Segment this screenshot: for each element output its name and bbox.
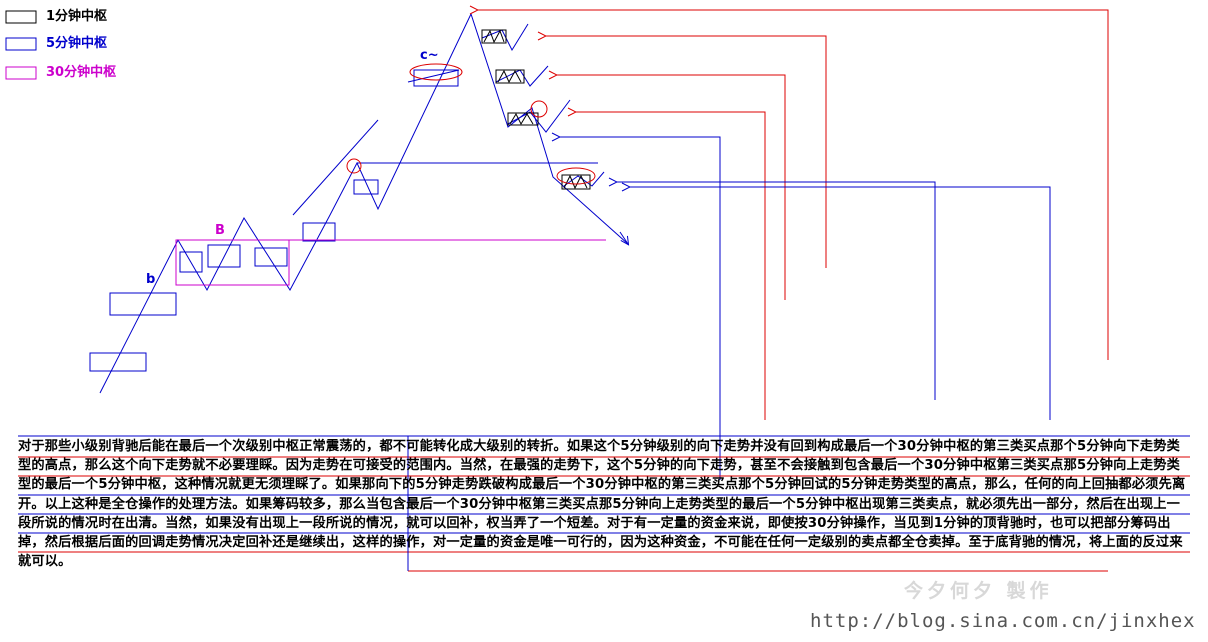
zigzag-4 xyxy=(563,171,605,187)
center-1min-3 xyxy=(507,112,539,126)
legend-box-5min xyxy=(5,37,37,51)
center-5min-7 xyxy=(353,179,379,195)
blue-link-3 xyxy=(630,187,1051,420)
price-path xyxy=(99,12,629,394)
signal-circle-4 xyxy=(556,167,596,185)
legend-box-1min xyxy=(5,10,37,24)
red-link-1 xyxy=(478,10,1109,360)
trend-line-1 xyxy=(292,119,379,216)
center-5min-8 xyxy=(413,69,459,87)
center-5min-2 xyxy=(109,292,177,316)
center-5min-4 xyxy=(207,244,241,268)
signal-circle-2 xyxy=(409,63,463,81)
red-link-3 xyxy=(557,75,786,300)
blue-link-1 xyxy=(560,137,721,480)
legend-label-30min: 30分钟中枢 xyxy=(46,65,117,80)
center-5min-6 xyxy=(302,222,336,242)
zigzag-2 xyxy=(495,65,549,87)
label-B: B xyxy=(215,223,225,238)
center-30min xyxy=(175,239,290,286)
center-5min-1 xyxy=(89,352,147,372)
center-1min-1 xyxy=(481,29,507,44)
blog-url: http://blog.sina.com.cn/jinxhex xyxy=(810,610,1196,632)
legend-box-30min xyxy=(5,66,37,80)
center-5min-3 xyxy=(179,251,203,273)
signal-circle-1 xyxy=(346,158,362,174)
zigzag-1 xyxy=(481,23,529,52)
path-arrow-end xyxy=(619,231,628,244)
watermark: 今夕何夕 製作 xyxy=(904,580,1053,602)
trend-line-2 xyxy=(407,69,460,83)
center-1min-2 xyxy=(495,69,525,84)
blue-link-2 xyxy=(617,182,936,400)
center-5min-5 xyxy=(254,247,288,267)
signal-circle-3 xyxy=(530,100,548,118)
label-b: b xyxy=(146,272,156,287)
legend-label-1min: 1分钟中枢 xyxy=(46,9,108,24)
center-1min-4 xyxy=(561,174,591,190)
legend-label-5min: 5分钟中枢 xyxy=(46,36,108,51)
explanation-paragraph: 对于那些小级别背驰后能在最后一个次级别中枢正常震荡的，都不可能转化成大级别的转折… xyxy=(18,439,1186,570)
red-link-4 xyxy=(576,112,766,420)
red-link-2 xyxy=(546,36,827,268)
label-c: c~ xyxy=(420,48,439,63)
